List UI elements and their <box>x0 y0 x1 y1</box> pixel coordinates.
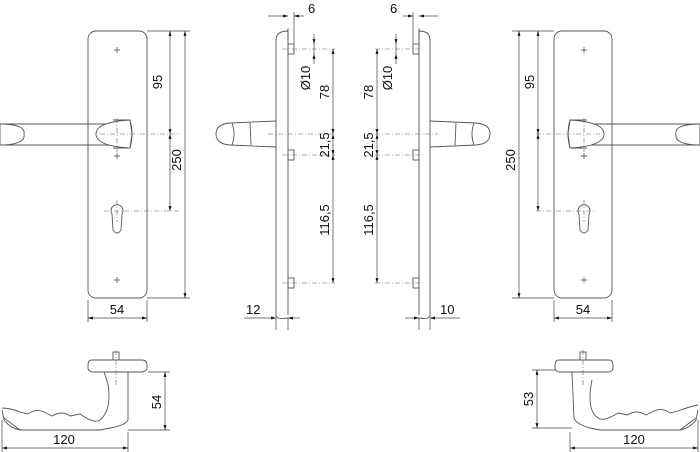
dim-lever-120-right: 120 <box>623 432 645 447</box>
dim-116-5-left: 116,5 <box>317 204 332 236</box>
dim-250: 250 <box>169 149 184 171</box>
dim-21-5-left: 21,5 <box>317 132 332 157</box>
screw-mark-icon <box>581 47 587 283</box>
side-view-left: 6 Ø10 78 21,5 116,5 12 <box>215 1 335 330</box>
dim-95-right: 95 <box>522 75 537 89</box>
front-view-left: 95 250 54 <box>0 30 190 322</box>
screw-mark-icon <box>114 47 120 283</box>
lever-top-view-left: 54 120 <box>1 350 170 452</box>
cylinder-hole-icon <box>104 200 180 234</box>
dim-lever-54: 54 <box>149 395 164 409</box>
side-view-right: 6 Ø10 78 21,5 116,5 10 <box>361 1 491 330</box>
dim-10: 10 <box>440 302 454 317</box>
backplate-outline <box>87 30 148 299</box>
dim-6-left: 6 <box>308 1 315 16</box>
lever-top-view-right: 53 120 <box>521 350 699 452</box>
dim-dia10-right: Ø10 <box>380 66 395 91</box>
front-view-right: 95 250 54 <box>503 30 700 322</box>
dim-54-right: 54 <box>576 302 590 317</box>
dim-78-right: 78 <box>361 85 376 99</box>
dim-116-5-right: 116,5 <box>361 204 376 236</box>
dim-lever-120: 120 <box>53 432 75 447</box>
dim-250-right: 250 <box>503 149 518 171</box>
dim-12: 12 <box>246 302 260 317</box>
dim-95: 95 <box>150 75 165 89</box>
cylinder-hole-icon <box>536 200 596 234</box>
dim-21-5-right: 21,5 <box>361 132 376 157</box>
dim-lever-53: 53 <box>521 392 536 406</box>
backplate-outline <box>553 30 613 299</box>
dim-78-left: 78 <box>317 85 332 99</box>
dim-54: 54 <box>110 302 124 317</box>
dim-dia10-left: Ø10 <box>298 66 313 91</box>
dim-6-right: 6 <box>390 1 397 16</box>
